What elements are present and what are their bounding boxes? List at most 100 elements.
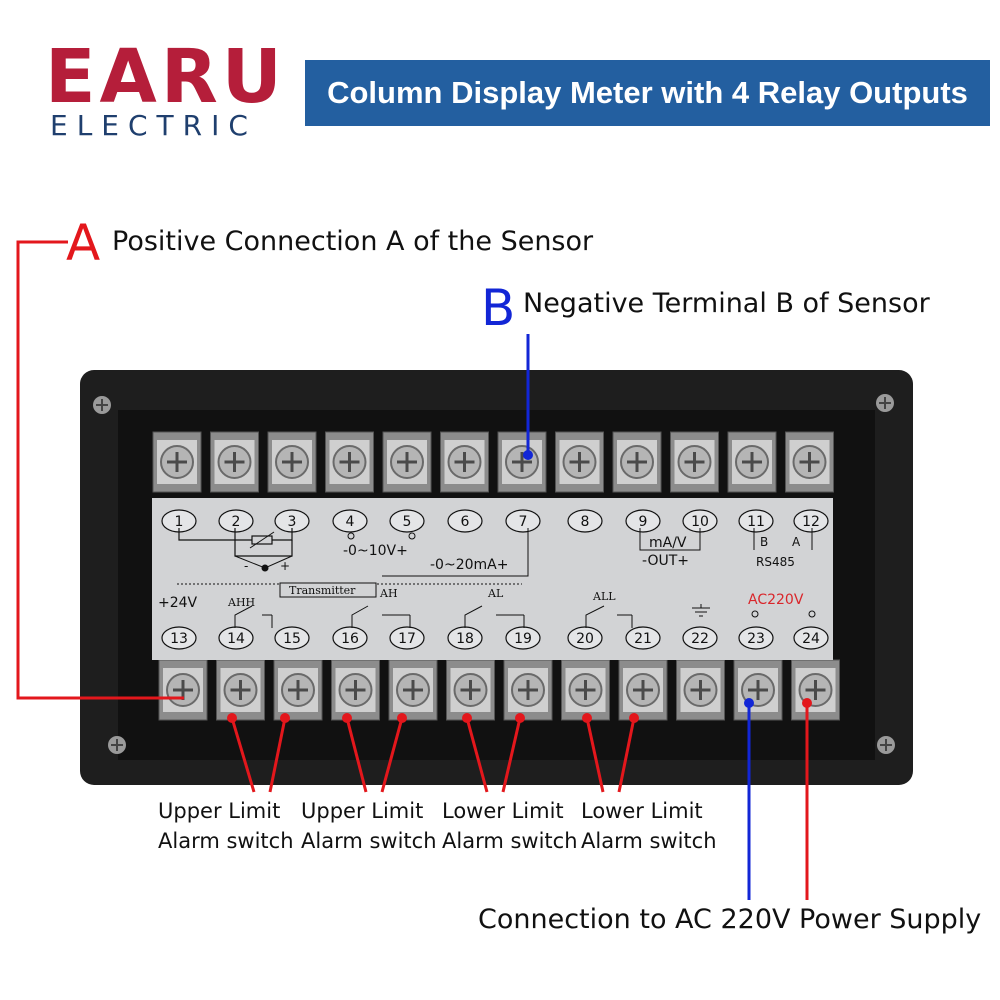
bottom-terminal-number: 23 xyxy=(738,626,774,650)
top-screw-terminal xyxy=(612,431,662,493)
svg-text:10: 10 xyxy=(691,514,709,530)
top-screw-terminal xyxy=(670,431,719,493)
bottom-terminal-number: 18 xyxy=(447,626,483,650)
power-dot-blue xyxy=(744,698,754,708)
transmitter-label: Transmitter xyxy=(289,584,356,597)
top-terminal-number: 5 xyxy=(389,509,425,533)
panel-screw xyxy=(876,394,894,412)
bottom-screw-terminal xyxy=(388,659,438,721)
svg-text:24: 24 xyxy=(802,631,820,647)
top-terminal-number: 11 xyxy=(738,509,774,533)
svg-text:1: 1 xyxy=(175,514,184,530)
top-screw-terminal xyxy=(382,431,432,493)
bottom-screw-terminal xyxy=(216,659,265,721)
bottom-terminal-number: 24 xyxy=(793,626,829,650)
bottom-screw-terminal xyxy=(273,659,323,721)
panel-screw xyxy=(877,736,895,754)
svg-text:20: 20 xyxy=(576,631,594,647)
svg-text:6: 6 xyxy=(461,514,470,530)
out-label: -OUT+ xyxy=(642,553,689,569)
top-screw-terminal xyxy=(267,431,317,493)
top-terminal-number: 2 xyxy=(218,509,254,533)
svg-text:22: 22 xyxy=(691,631,709,647)
bottom-terminal-number: 13 xyxy=(161,626,197,650)
top-screw-terminal xyxy=(785,431,834,493)
alarm-pointer xyxy=(462,713,525,793)
top-screw-terminal xyxy=(440,431,489,493)
svg-text:7: 7 xyxy=(519,514,528,530)
range-voltage-label: -0~10V+ xyxy=(343,543,408,559)
bottom-screw-terminal xyxy=(791,659,840,721)
top-terminal-number: 6 xyxy=(447,509,483,533)
all-label: ALL xyxy=(593,590,616,603)
top-screw-terminal xyxy=(727,431,777,493)
bottom-screw-terminal xyxy=(676,659,725,721)
top-terminal-number: 9 xyxy=(625,509,661,533)
out-unit-label: mA/V xyxy=(649,535,687,551)
alarm-pointer xyxy=(342,713,407,793)
sensor-minus-label: - xyxy=(244,559,249,573)
rs485-a-label: A xyxy=(792,535,801,549)
svg-text:18: 18 xyxy=(456,631,474,647)
alarm-pointer xyxy=(582,713,639,793)
top-screw-terminal xyxy=(555,431,604,493)
callout-b-dot xyxy=(523,450,533,460)
brand-logo: EARU xyxy=(45,34,286,120)
bottom-terminal-number: 20 xyxy=(567,626,603,650)
bottom-screw-terminal xyxy=(158,659,208,721)
svg-text:19: 19 xyxy=(514,631,532,647)
ac220v-label: AC220V xyxy=(748,592,804,608)
top-terminal-number: 12 xyxy=(793,509,829,533)
panel-screw xyxy=(108,736,126,754)
callout-b-text: Negative Terminal B of Sensor xyxy=(523,288,930,319)
bottom-screw-terminal xyxy=(331,659,380,721)
svg-text:17: 17 xyxy=(398,631,416,647)
top-terminal-number: 4 xyxy=(332,509,368,533)
banner-title: Column Display Meter with 4 Relay Output… xyxy=(327,75,968,110)
bottom-terminal-number: 15 xyxy=(274,626,310,650)
bottom-terminal-number: 14 xyxy=(218,626,254,650)
svg-text:8: 8 xyxy=(581,514,590,530)
top-screw-terminal xyxy=(152,431,202,493)
svg-text:15: 15 xyxy=(283,631,301,647)
svg-text:23: 23 xyxy=(747,631,765,647)
bottom-screw-terminal xyxy=(561,659,610,721)
bottom-terminal-number: 19 xyxy=(505,626,541,650)
svg-text:3: 3 xyxy=(288,514,297,530)
alarm-pointer xyxy=(227,713,290,793)
svg-text:13: 13 xyxy=(170,631,188,647)
svg-text:4: 4 xyxy=(346,514,355,530)
top-terminal-number: 8 xyxy=(567,509,603,533)
rs485-label: RS485 xyxy=(756,555,795,569)
brand-logo-subtitle: ELECTRIC xyxy=(50,109,257,142)
bottom-terminal-number: 17 xyxy=(389,626,425,650)
panel-screw xyxy=(93,396,111,414)
bottom-screw-terminal xyxy=(618,659,668,721)
sensor-plus-label: + xyxy=(280,559,291,573)
svg-text:21: 21 xyxy=(634,631,652,647)
power-dot-red xyxy=(802,698,812,708)
range-current-label: -0~20mA+ xyxy=(430,557,509,573)
top-screw-terminal xyxy=(210,431,259,493)
bottom-terminal-number: 16 xyxy=(332,626,368,650)
svg-text:11: 11 xyxy=(747,514,765,530)
callout-b-letter: B xyxy=(481,279,516,337)
svg-text:5: 5 xyxy=(403,514,412,530)
ah-label: AH xyxy=(380,587,398,600)
svg-text:16: 16 xyxy=(341,631,359,647)
bottom-terminal-number: 21 xyxy=(625,626,661,650)
bottom-screw-terminal xyxy=(446,659,495,721)
ahh-label: AHH xyxy=(228,596,256,609)
al-label: AL xyxy=(488,587,504,600)
svg-text:14: 14 xyxy=(227,631,245,647)
top-terminal-number: 7 xyxy=(505,509,541,533)
title-banner: Column Display Meter with 4 Relay Output… xyxy=(305,60,990,126)
svg-text:2: 2 xyxy=(232,514,241,530)
callout-a-line xyxy=(16,240,184,700)
